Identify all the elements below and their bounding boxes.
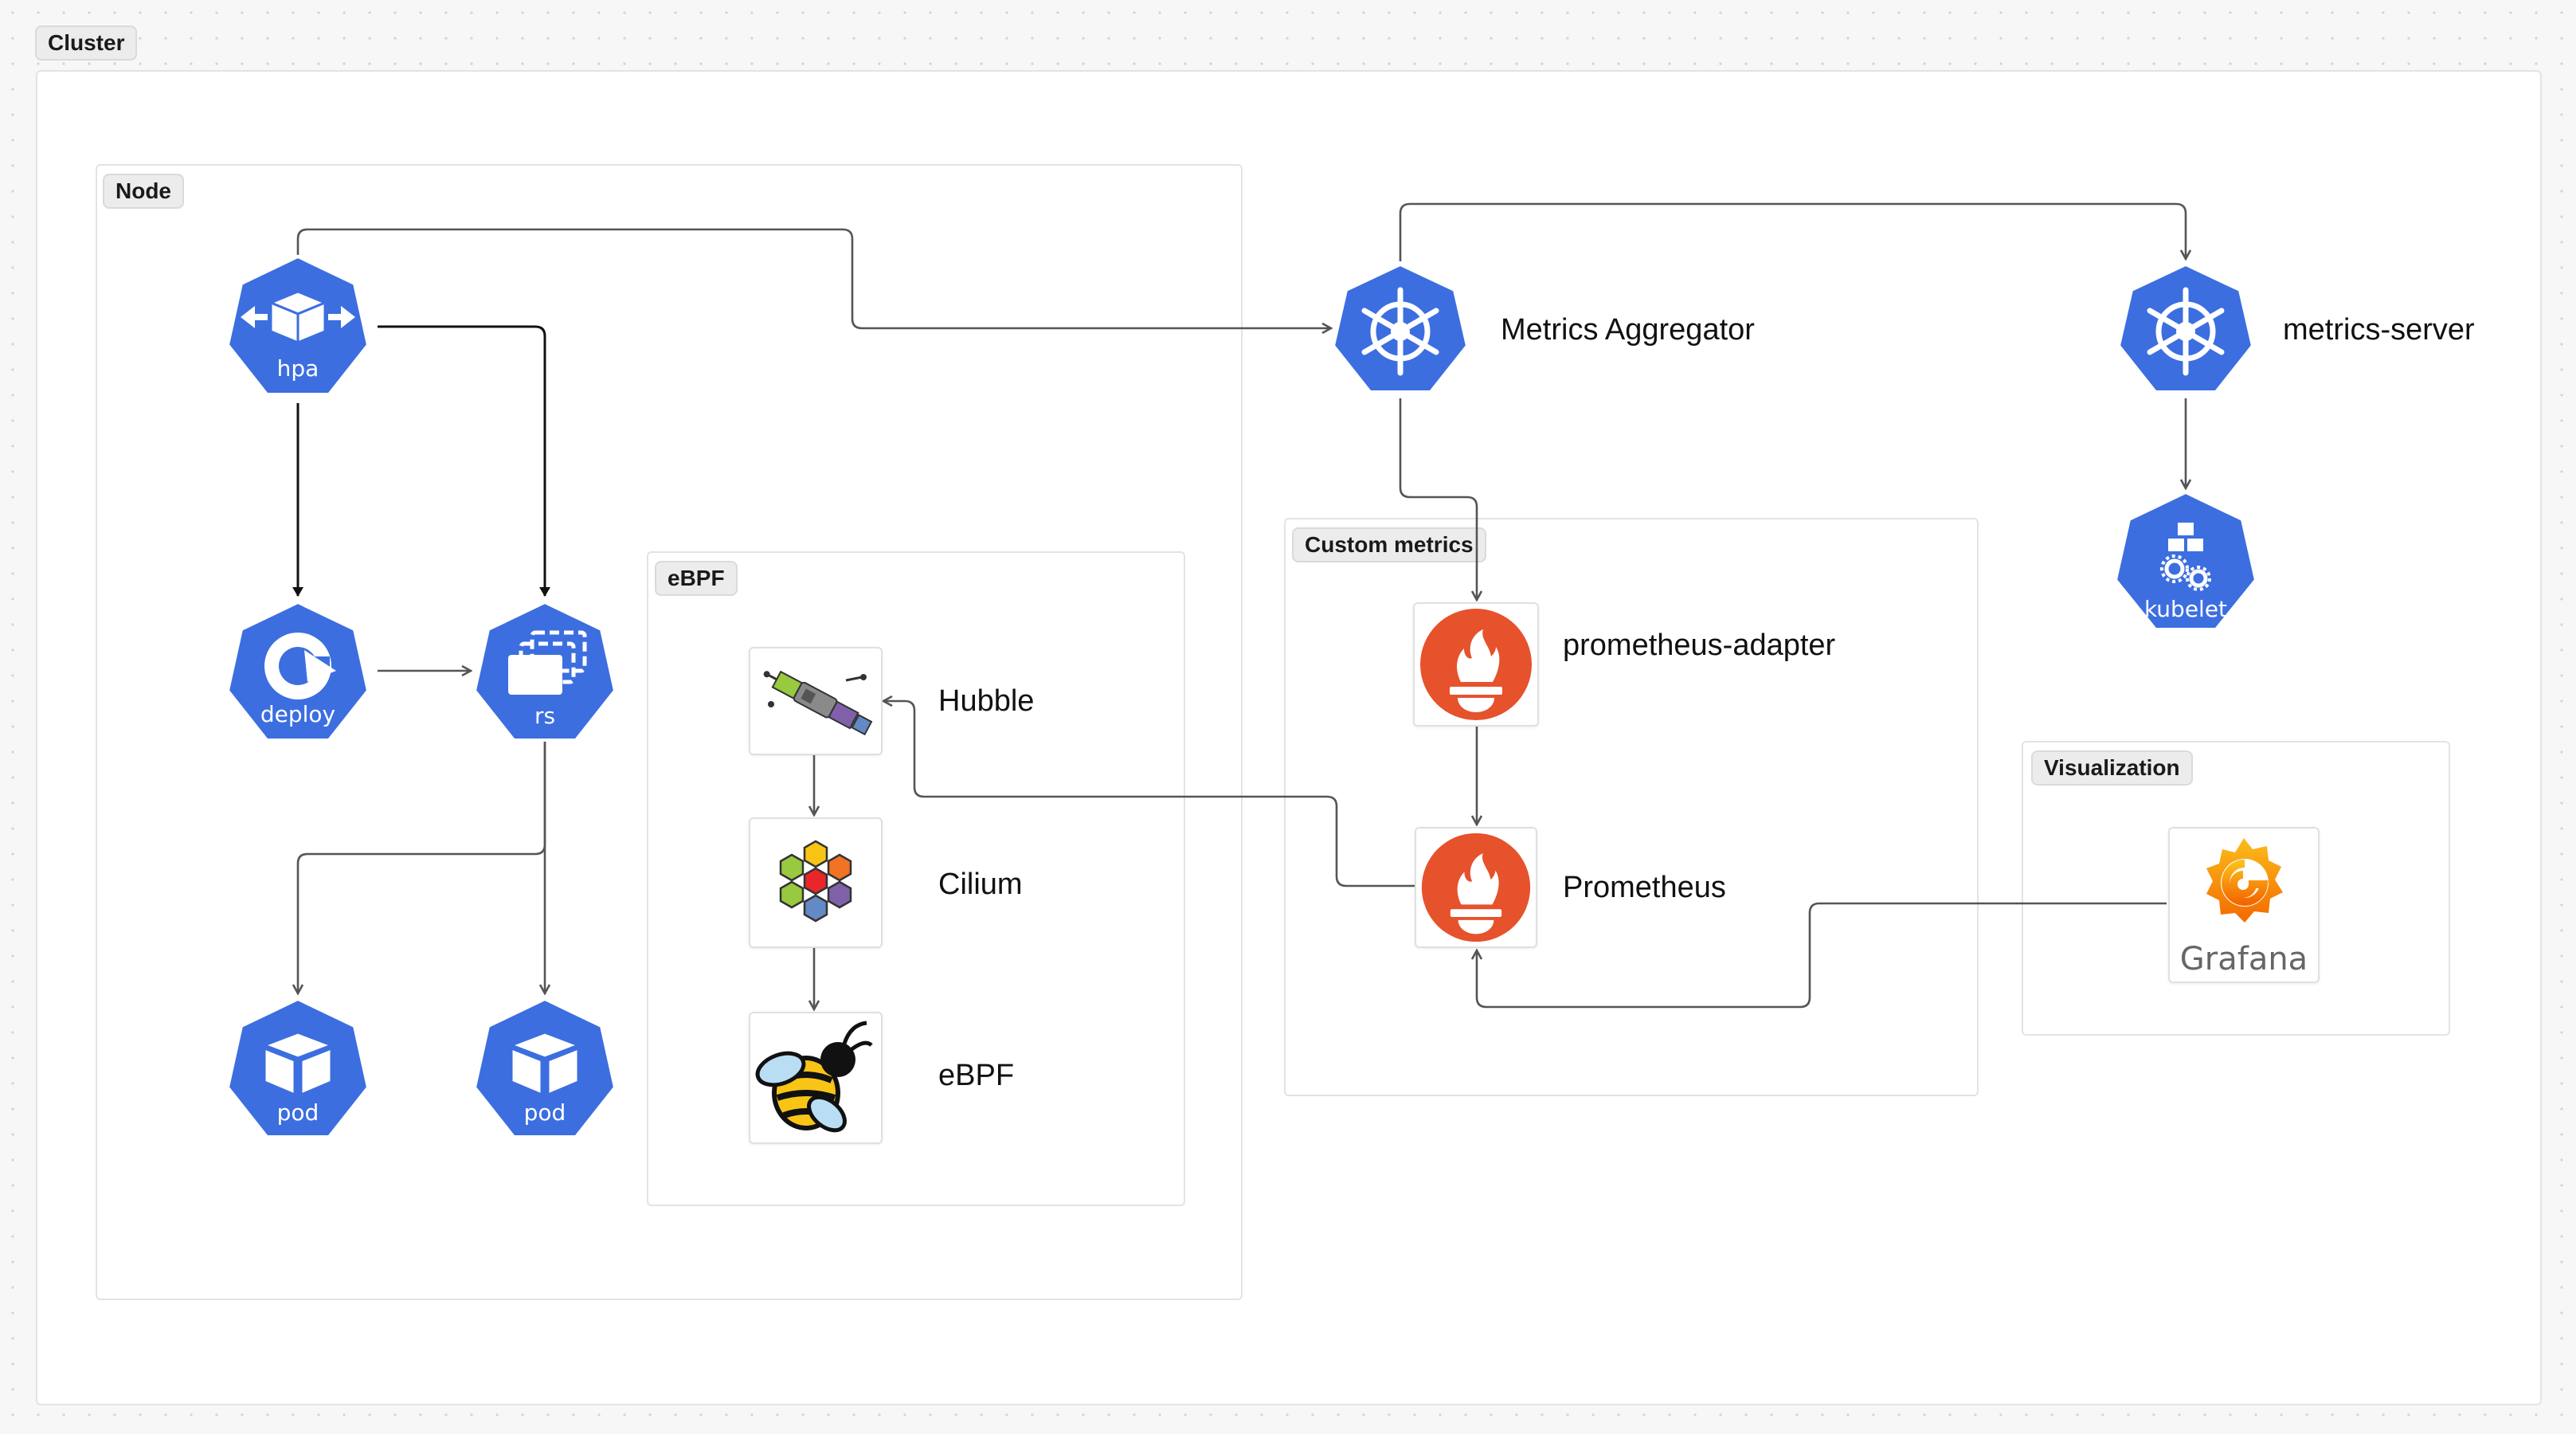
rs-caption: rs <box>534 703 556 729</box>
edge-prometheus-hubble <box>884 701 1415 887</box>
grafana-node[interactable]: Grafana <box>2168 827 2320 983</box>
ebpf-node[interactable] <box>749 1012 883 1144</box>
cilium-icon <box>779 840 852 923</box>
hubble-node[interactable] <box>749 647 883 755</box>
hubble-label: Hubble <box>938 684 1035 718</box>
deploy-node[interactable]: deploy <box>225 599 371 749</box>
kubelet-icon <box>2113 490 2258 631</box>
deploy-caption: deploy <box>260 701 336 727</box>
prometheus-icon <box>1421 833 1531 942</box>
grafana-label: Grafana <box>2179 941 2308 978</box>
metrics-server-node[interactable] <box>2116 261 2256 398</box>
hpa-icon <box>225 254 370 396</box>
pod-icon <box>472 997 617 1138</box>
kubernetes-wheel-icon <box>2116 262 2255 394</box>
custom-metrics-group-label: Custom metrics <box>1292 527 1486 562</box>
ebpf-label: eBPF <box>938 1059 1015 1092</box>
edge-hpa-rs <box>378 325 550 597</box>
edge-hpa-metrics-aggregator <box>296 228 1330 328</box>
deploy-icon <box>225 600 370 742</box>
grafana-icon <box>2206 838 2283 923</box>
node-group-label: Node <box>103 174 184 209</box>
hpa-node[interactable]: hpa <box>225 253 371 403</box>
prometheus-adapter-node[interactable] <box>1413 602 1539 727</box>
visualization-group-label: Visualization <box>2031 750 2193 786</box>
edge-grafana-prometheus <box>1477 902 2167 1009</box>
ebpf-group <box>647 551 1185 1206</box>
custom-metrics-group <box>1284 518 1979 1096</box>
ebpf-bee-icon <box>755 1021 873 1133</box>
hpa-caption: hpa <box>276 355 319 382</box>
cilium-label: Cilium <box>938 868 1023 901</box>
metrics-aggregator-node[interactable] <box>1330 261 1470 398</box>
prometheus-label: Prometheus <box>1563 871 1726 904</box>
kubernetes-wheel-icon <box>1331 262 1470 394</box>
ebpf-group-label: eBPF <box>655 561 738 596</box>
edge-rs-pod1 <box>298 741 546 993</box>
edge-metrics-aggregator-metrics-server <box>1399 202 2186 261</box>
rs-node[interactable]: rs <box>472 599 618 749</box>
prometheus-icon <box>1420 609 1532 720</box>
edge-metrics-aggregator-adapter <box>1399 398 1477 599</box>
prometheus-adapter-label: prometheus-adapter <box>1563 629 1836 662</box>
cluster-group-label: Cluster <box>35 25 138 61</box>
pod-node-2[interactable]: pod <box>472 996 618 1146</box>
pod-icon <box>225 997 370 1138</box>
pod-caption-2: pod <box>523 1099 566 1126</box>
prometheus-node[interactable] <box>1415 827 1537 948</box>
hubble-satellite-icon <box>763 670 873 736</box>
pod-node-1[interactable]: pod <box>225 996 371 1146</box>
kubelet-caption: kubelet <box>2143 596 2228 622</box>
metrics-aggregator-label: Metrics Aggregator <box>1501 313 1755 347</box>
kubelet-node[interactable]: kubelet <box>2111 489 2261 637</box>
pod-caption-1: pod <box>276 1099 319 1126</box>
rs-icon <box>472 600 617 742</box>
metrics-server-label: metrics-server <box>2283 313 2475 347</box>
cilium-node[interactable] <box>749 817 883 948</box>
